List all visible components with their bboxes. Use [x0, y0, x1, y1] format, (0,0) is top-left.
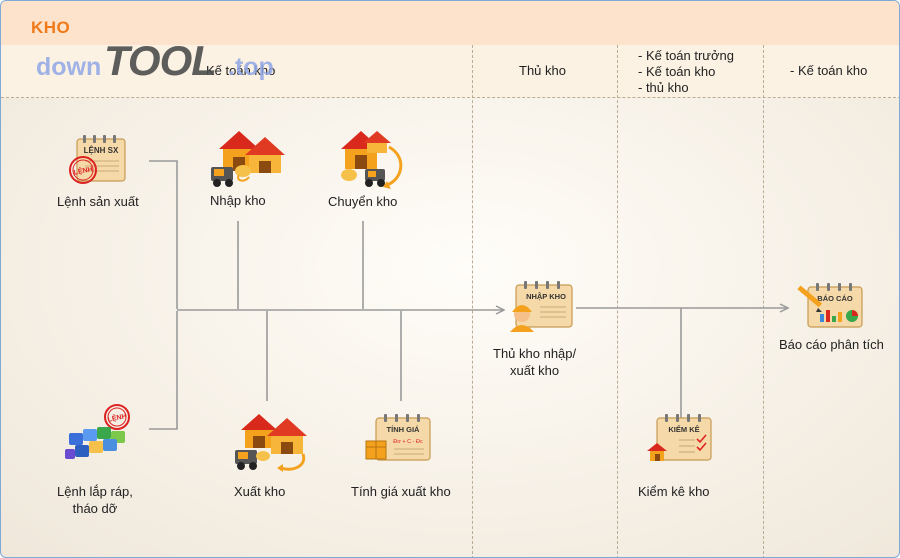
- node-label-line: tháo dỡ: [72, 501, 118, 516]
- node-label-bao-cao: Báo cáo phân tích: [779, 337, 884, 352]
- inventory-check-icon-text: KIỂM KÊ: [668, 425, 699, 434]
- title-bar: KHO: [1, 1, 899, 45]
- production-order-icon-text: LỆNH SX: [84, 146, 119, 155]
- pricing-formula-text: Đơ + C - Đc: [393, 439, 423, 445]
- node-label-line: Lệnh lắp ráp,: [57, 484, 133, 499]
- pricing-icon-text: TÍNH GIÁ: [387, 425, 420, 434]
- node-label-kiem-ke: Kiểm kê kho: [638, 484, 710, 499]
- node-label-thu-kho-nhap-xuat: Thủ kho nhập/ xuất kho: [493, 345, 576, 379]
- role-line: - Kế toán kho: [638, 64, 716, 79]
- node-label-lenh-lap-rap: Lệnh lắp ráp, tháo dỡ: [57, 483, 133, 517]
- role-header-row: [1, 45, 899, 98]
- report-icon: BÁO CÁO: [797, 283, 863, 328]
- column-header-thu-kho: Thủ kho: [519, 63, 566, 78]
- column-header-ke-toan-kho: Kế toán kho: [206, 63, 276, 78]
- report-icon-text: BÁO CÁO: [817, 294, 853, 303]
- page-title: KHO: [31, 18, 71, 37]
- node-label-tinh-gia: Tính giá xuất kho: [351, 484, 451, 499]
- inventory-check-icon: KIỂM KÊ: [647, 414, 712, 461]
- column-divider: [617, 45, 618, 557]
- storekeeper-icon-text: NHẬP KHO: [526, 292, 566, 301]
- warehouse-import-icon: [211, 131, 285, 187]
- node-label-lenh-san-xuat: Lệnh sản xuất: [57, 194, 139, 209]
- node-label-line: Thủ kho nhập/: [493, 346, 577, 361]
- pricing-icon: TÍNH GIÁ Đơ + C - Đc: [365, 414, 431, 461]
- production-order-icon: LỆNH SX LỆNH: [69, 135, 126, 184]
- column-header-multi-role: - Kế toán trưởng - Kế toán kho - thủ kho: [638, 48, 734, 96]
- column-header-ke-toan-kho-2: - Kế toán kho: [790, 63, 868, 78]
- warehouse-transfer-icon: [341, 131, 403, 189]
- node-label-nhap-kho: Nhập kho: [210, 193, 266, 208]
- role-line: - Kế toán trưởng: [638, 48, 734, 63]
- column-divider: [472, 45, 473, 557]
- column-divider: [763, 45, 764, 557]
- warehouse-export-icon: [235, 414, 307, 472]
- assembly-order-icon: LỆNH: [65, 404, 130, 459]
- connector-lenh-sx: [149, 160, 178, 309]
- node-label-line: xuất kho: [509, 363, 560, 378]
- storekeeper-icon: NHẬP KHO: [510, 281, 573, 332]
- node-label-xuat-kho: Xuất kho: [234, 484, 286, 499]
- connector-lenh-lap-rap: [149, 311, 178, 430]
- node-label-chuyen-kho: Chuyển kho: [328, 194, 398, 209]
- role-line: - thủ kho: [638, 80, 689, 95]
